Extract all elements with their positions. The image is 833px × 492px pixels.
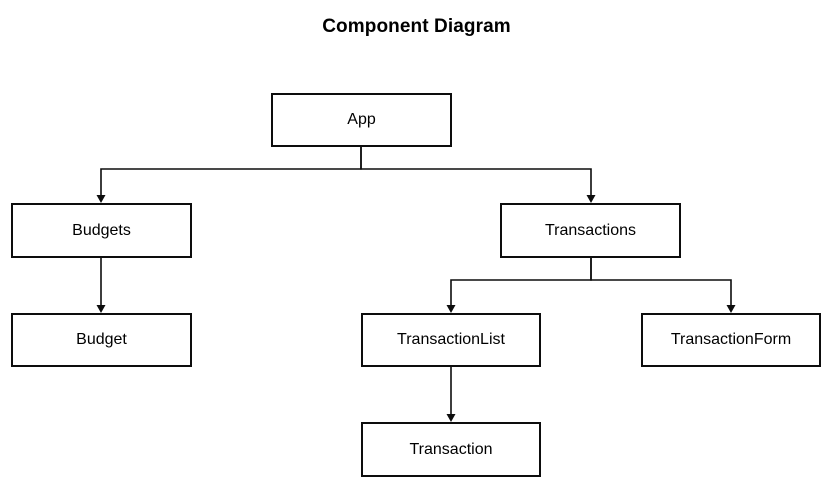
edge-arrowhead (726, 305, 736, 313)
edge-app-budgets (96, 147, 362, 203)
node-budget[interactable]: Budget (11, 313, 192, 367)
edge-line (360, 147, 592, 199)
edge-line (100, 147, 362, 199)
edge-arrowhead (96, 305, 106, 313)
node-label: TransactionList (397, 331, 505, 348)
edge-app-transactions (360, 147, 596, 203)
node-label: Budgets (72, 221, 131, 239)
edge-arrowhead (446, 305, 456, 313)
edge-arrowhead (96, 195, 106, 203)
node-label: Budget (76, 331, 127, 348)
edge-arrowhead (446, 414, 456, 422)
edge-arrowhead (586, 195, 596, 203)
edge-budgets-budget (96, 258, 106, 313)
edge-transactions-transactionlist (446, 258, 592, 313)
node-label: Transaction (409, 440, 493, 458)
node-app[interactable]: App (271, 93, 452, 147)
node-budgets[interactable]: Budgets (11, 203, 192, 258)
node-label: TransactionForm (670, 331, 792, 348)
node-transactionlist[interactable]: TransactionList (361, 313, 541, 367)
node-transactions[interactable]: Transactions (500, 203, 681, 258)
node-label: App (347, 111, 376, 128)
node-transaction[interactable]: Transaction (361, 422, 541, 477)
edge-line (590, 258, 732, 309)
edge-transactions-transactionform (590, 258, 736, 313)
edge-line (450, 258, 592, 309)
edge-transactionlist-transaction (446, 367, 456, 422)
node-transactionform[interactable]: TransactionForm (641, 313, 821, 367)
node-label: Transactions (545, 221, 636, 239)
page-title: Component Diagram (322, 16, 511, 37)
